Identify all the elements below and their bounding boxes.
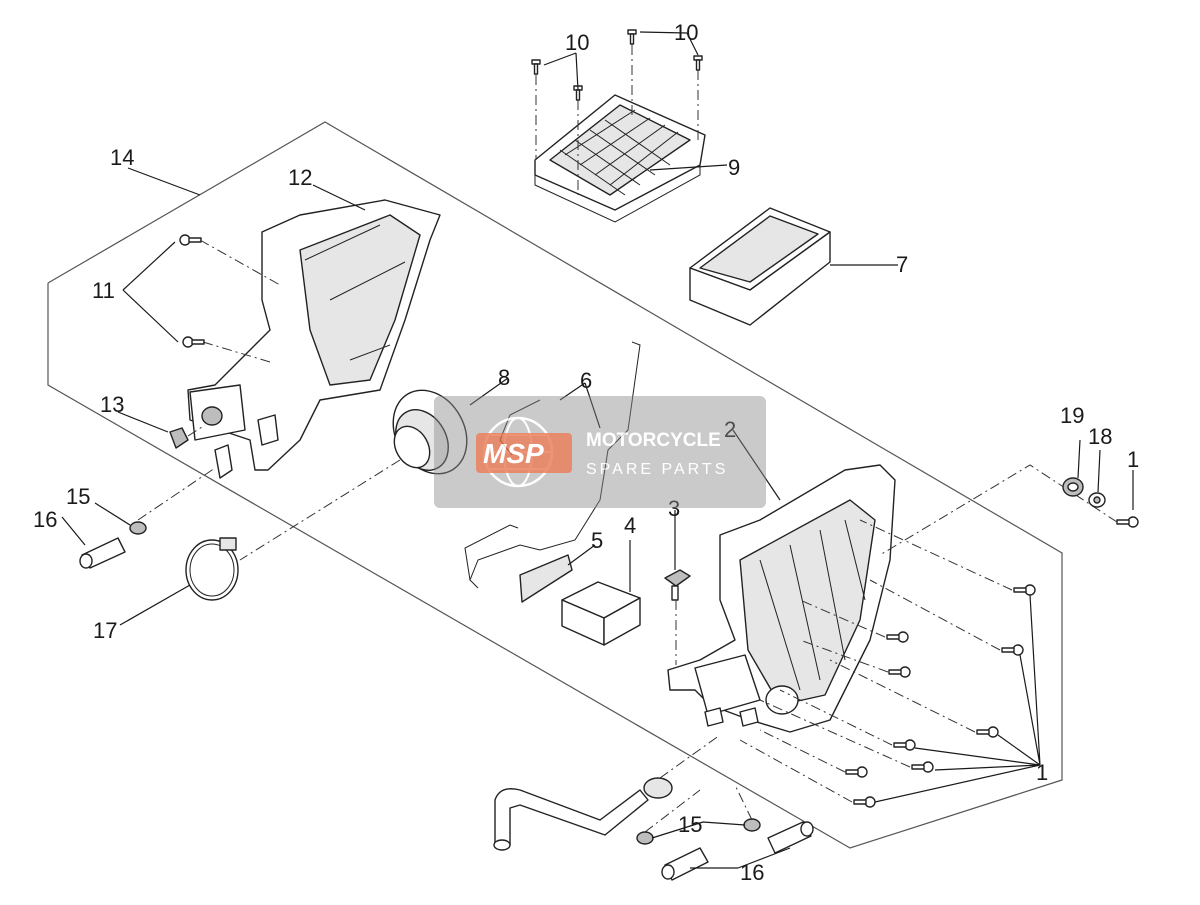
callout-15-left: 15 xyxy=(66,484,90,509)
watermark-logo: MSP xyxy=(483,438,544,469)
part-intake-sleeve[interactable] xyxy=(239,377,481,561)
callout-10-left: 10 xyxy=(565,30,589,55)
watermark-line2: SPARE PARTS xyxy=(586,461,728,478)
part-casing-screws-right[interactable] xyxy=(739,464,1139,808)
callout-1-bottom: 1 xyxy=(1036,760,1048,785)
callout-2: 2 xyxy=(724,417,736,442)
part-foam-block[interactable] xyxy=(561,581,641,646)
part-sensor[interactable] xyxy=(664,569,691,665)
watermark-line1: MOTORCYCLE xyxy=(586,430,721,451)
leader-lines xyxy=(61,31,1134,869)
watermark-logo-badge xyxy=(476,433,572,473)
callout-1-top: 1 xyxy=(1127,447,1139,472)
callout-16-bottom: 16 xyxy=(740,860,764,885)
part-grommet[interactable] xyxy=(1062,477,1084,497)
callout-16-left: 16 xyxy=(33,507,57,532)
part-plug-caps[interactable] xyxy=(79,537,814,881)
callout-17: 17 xyxy=(93,618,117,643)
callout-6: 6 xyxy=(580,368,592,393)
callout-9: 9 xyxy=(728,155,740,180)
callout-labels: 14 12 11 13 15 16 17 10 10 9 7 8 6 2 3 4… xyxy=(33,20,1139,885)
part-hose-clamps[interactable] xyxy=(129,467,761,845)
callout-4: 4 xyxy=(624,513,636,538)
callout-5: 5 xyxy=(591,528,603,553)
callout-14: 14 xyxy=(110,145,134,170)
part-washer[interactable] xyxy=(1088,492,1106,508)
part-drain-hose[interactable] xyxy=(493,734,721,851)
callout-10-right: 10 xyxy=(674,20,698,45)
part-filter-element[interactable] xyxy=(689,207,831,326)
callout-13: 13 xyxy=(100,392,124,417)
part-filter-casing-right[interactable] xyxy=(667,464,896,733)
part-casing-screws[interactable] xyxy=(179,234,281,363)
part-band-clamp[interactable] xyxy=(185,537,239,601)
callout-18: 18 xyxy=(1088,424,1112,449)
part-filter-casing-left[interactable] xyxy=(187,199,441,479)
part-cap[interactable] xyxy=(169,424,206,449)
callout-15-bottom: 15 xyxy=(678,812,702,837)
callout-8: 8 xyxy=(498,365,510,390)
watermark: MSP MOTORCYCLE SPARE PARTS xyxy=(434,396,766,508)
callout-12: 12 xyxy=(288,165,312,190)
callout-19: 19 xyxy=(1060,403,1084,428)
part-gasket-plate[interactable] xyxy=(519,554,573,603)
callout-11: 11 xyxy=(92,278,115,303)
callout-7: 7 xyxy=(896,252,908,277)
part-air-box-cover[interactable] xyxy=(534,94,706,223)
callout-3: 3 xyxy=(668,496,680,521)
assembly-frame xyxy=(47,121,1063,849)
